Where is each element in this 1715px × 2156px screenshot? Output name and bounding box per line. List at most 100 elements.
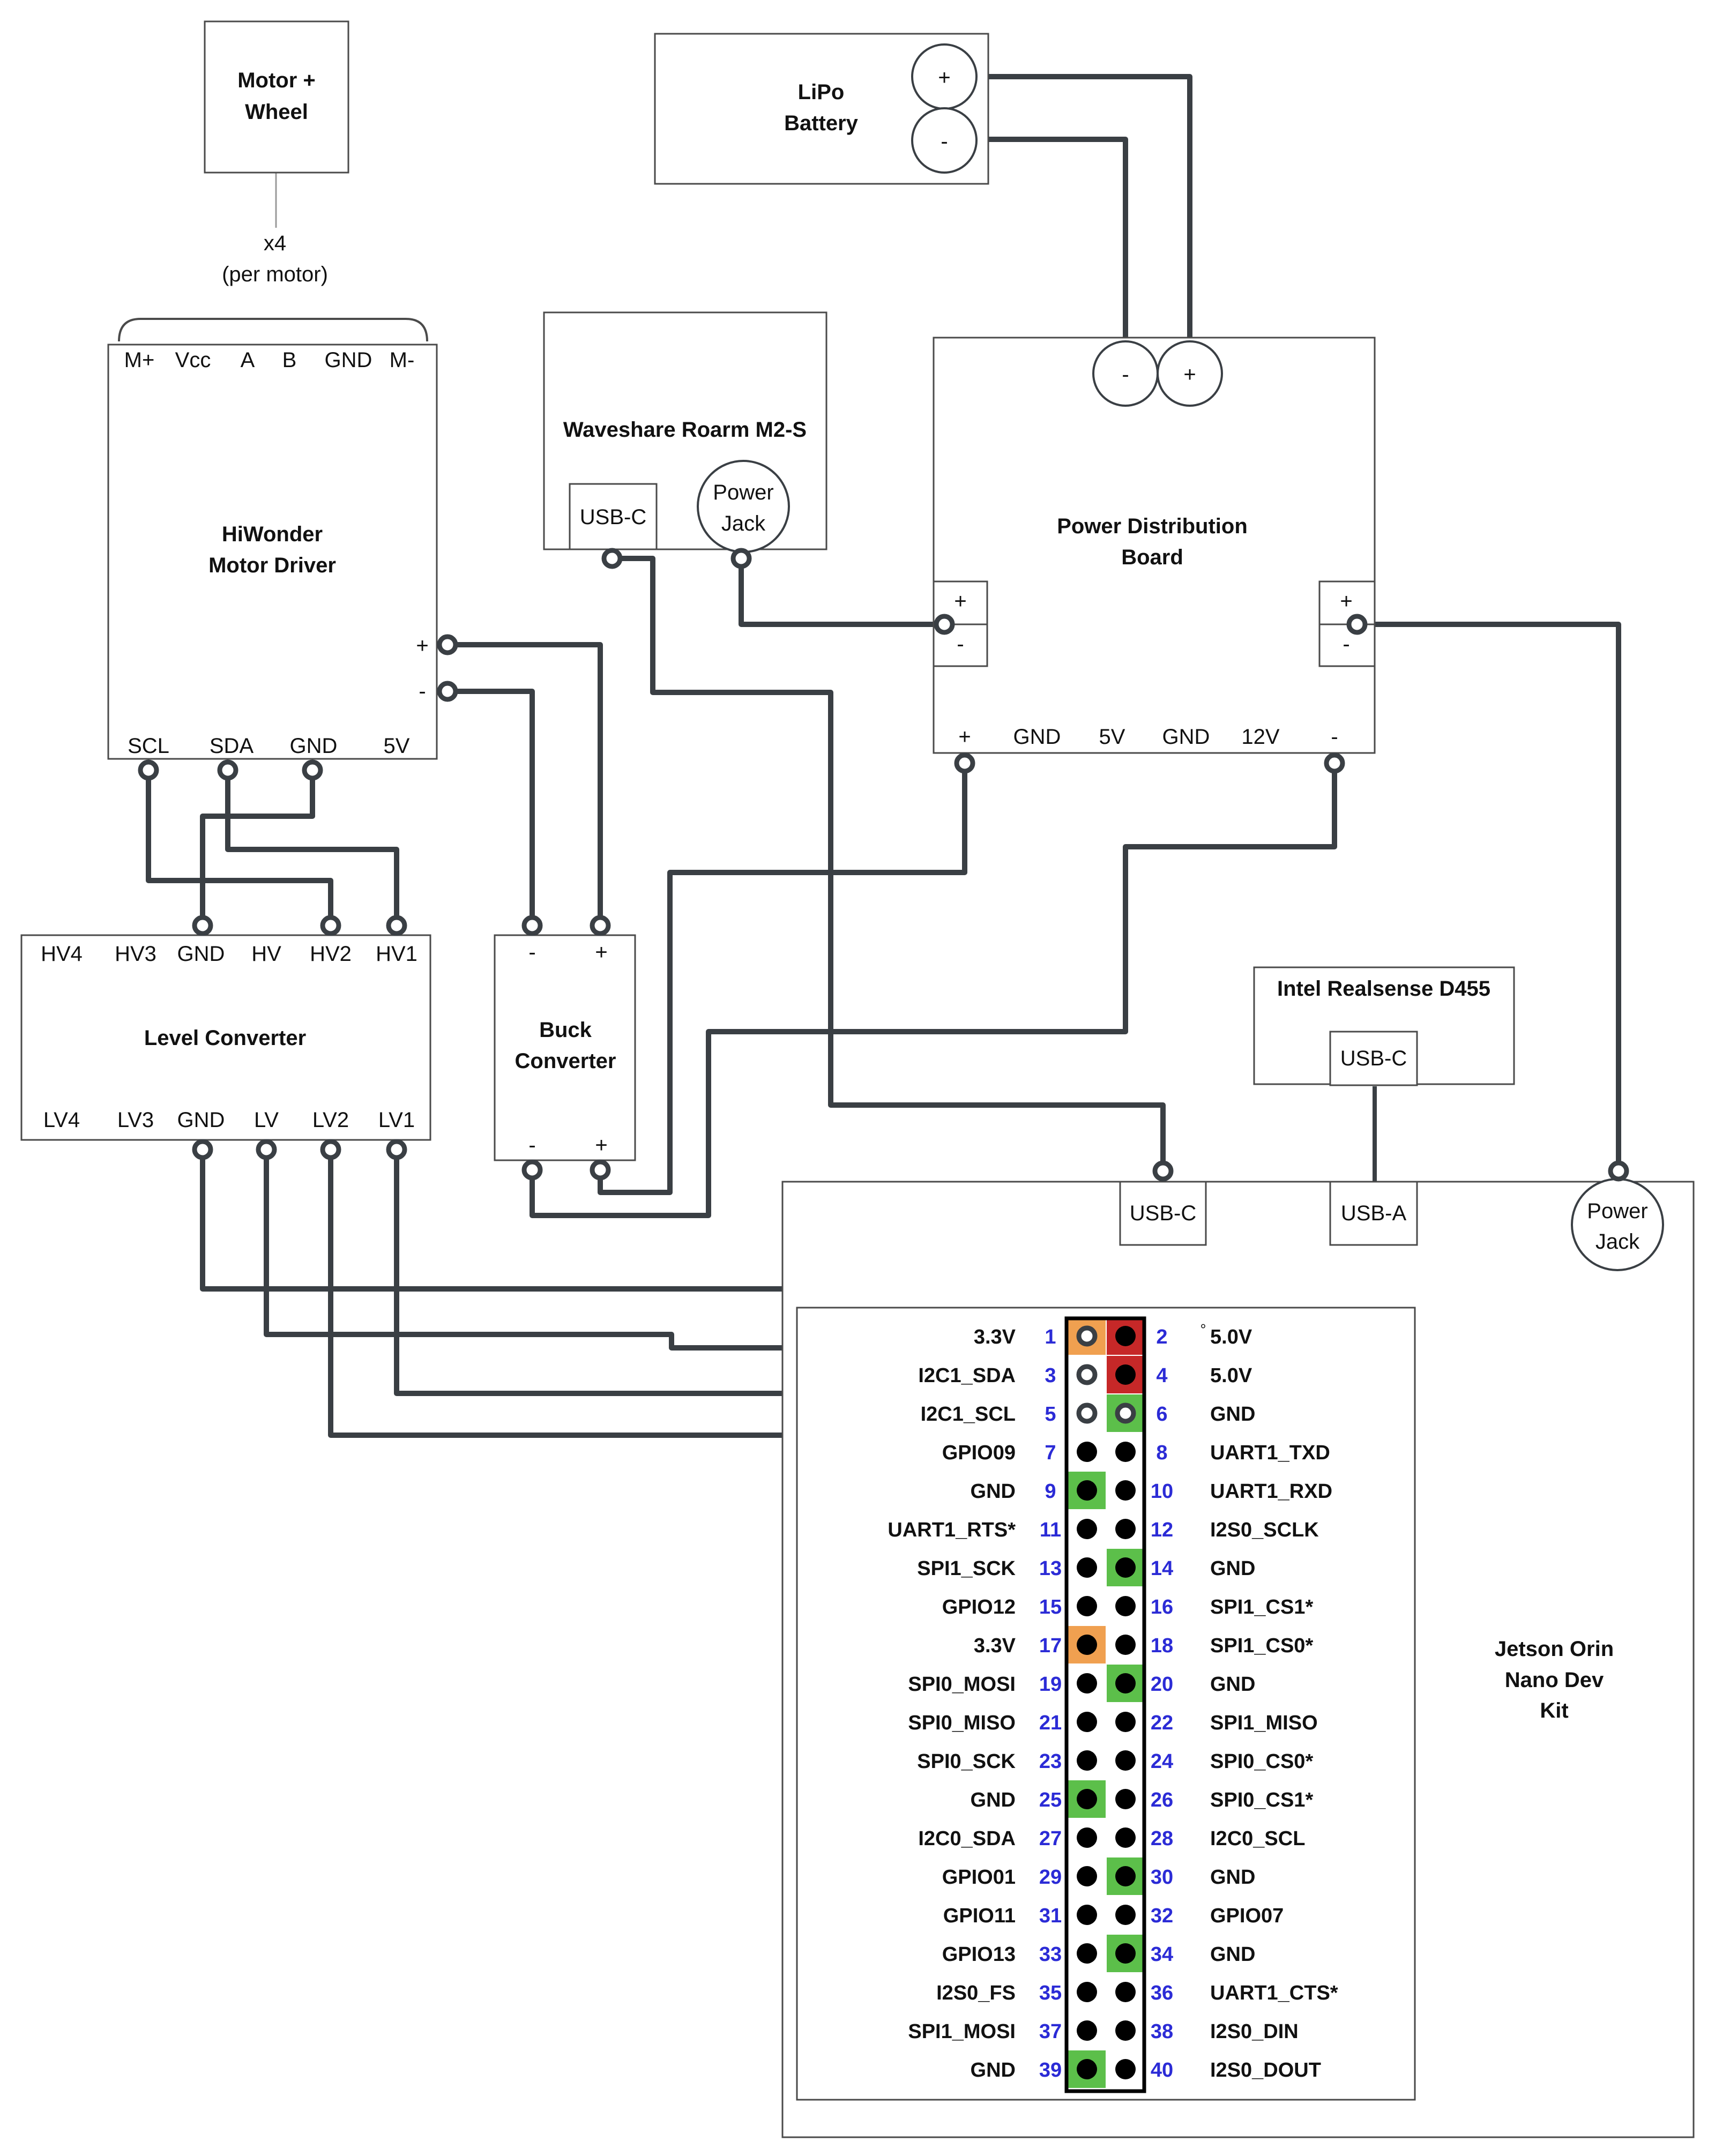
terminal-header-pin3[interactable]	[1076, 1364, 1098, 1385]
driver-pin-scl: SCL	[128, 734, 169, 758]
terminal-header-pin6[interactable]	[1115, 1402, 1136, 1424]
terminal-roarm-power[interactable]	[730, 548, 752, 569]
driver-pin-gnd-top: GND	[325, 348, 372, 372]
pin-22[interactable]	[1115, 1712, 1136, 1732]
pin-name-36: UART1_CTS*	[1210, 1982, 1338, 2004]
pin-7[interactable]	[1077, 1442, 1097, 1462]
pin-21[interactable]	[1077, 1712, 1097, 1732]
terminal-lc-hv1[interactable]	[386, 915, 407, 936]
terminal-driver-gnd[interactable]	[302, 759, 323, 781]
lc-pin-lv2: LV2	[312, 1108, 349, 1132]
pin-40[interactable]	[1115, 2059, 1136, 2079]
lc-pin-lv: LV	[254, 1108, 279, 1132]
pin-11[interactable]	[1077, 1519, 1097, 1539]
pin-29[interactable]	[1077, 1866, 1097, 1886]
pdb-input-minus-label: -	[1122, 363, 1129, 386]
jetson-power-jack[interactable]	[1571, 1178, 1664, 1271]
wire-pdb-right-to-jetson-power	[1354, 622, 1621, 1175]
pin-39[interactable]	[1077, 2059, 1097, 2079]
terminal-pdb-plus[interactable]	[954, 752, 975, 774]
pin-name-3: I2C1_SDA	[918, 1364, 1016, 1387]
pin-number-1: 1	[1045, 1326, 1056, 1348]
terminal-roarm-usbc[interactable]	[601, 548, 623, 569]
pin-26[interactable]	[1115, 1789, 1136, 1809]
pin-38[interactable]	[1115, 2020, 1136, 2041]
pin-25[interactable]	[1077, 1789, 1097, 1809]
terminal-pdb-left-output[interactable]	[934, 614, 955, 635]
pin-name-35: I2S0_FS	[936, 1982, 1016, 2004]
pin-36[interactable]	[1115, 1982, 1136, 2002]
pin-18[interactable]	[1115, 1635, 1136, 1655]
pin-27[interactable]	[1077, 1827, 1097, 1848]
pin-32[interactable]	[1115, 1905, 1136, 1925]
terminal-buck-bottom-plus[interactable]	[590, 1159, 611, 1181]
wire-pdb-minus-to-buck-minus	[530, 760, 1337, 1218]
terminal-jetson-usbc[interactable]	[1152, 1160, 1174, 1182]
pin-name-39: GND	[971, 2059, 1016, 2082]
terminal-lc-lv2[interactable]	[320, 1139, 341, 1160]
roarm-power-jack[interactable]	[697, 460, 790, 553]
buck-top-minus-label: -	[528, 941, 535, 964]
terminal-lc-gnd-top[interactable]	[192, 915, 213, 936]
terminal-lc-lv[interactable]	[256, 1139, 277, 1160]
terminal-driver-plus[interactable]	[437, 634, 458, 655]
pin-name-30: GND	[1210, 1866, 1255, 1889]
pin-number-22: 22	[1151, 1712, 1173, 1734]
pin-number-35: 35	[1039, 1982, 1062, 2004]
terminal-buck-top-minus[interactable]	[521, 915, 543, 936]
pin-31[interactable]	[1077, 1905, 1097, 1925]
pin-24[interactable]	[1115, 1750, 1136, 1771]
pin-number-20: 20	[1151, 1673, 1173, 1696]
pin-16[interactable]	[1115, 1596, 1136, 1616]
pin-10[interactable]	[1115, 1480, 1136, 1501]
pin-number-18: 18	[1151, 1635, 1173, 1657]
pin-4[interactable]	[1115, 1364, 1136, 1385]
buck-bottom-minus-label: -	[528, 1133, 535, 1157]
pin-33[interactable]	[1077, 1943, 1097, 1964]
terminal-lc-hv2[interactable]	[320, 915, 341, 936]
pin-number-28: 28	[1151, 1827, 1173, 1850]
terminal-pdb-minus[interactable]	[1324, 752, 1345, 774]
pin-35[interactable]	[1077, 1982, 1097, 2002]
pin-15[interactable]	[1077, 1596, 1097, 1616]
terminal-buck-bottom-minus[interactable]	[521, 1159, 543, 1181]
roarm-usbc-port[interactable]	[569, 483, 658, 550]
terminal-header-pin5[interactable]	[1076, 1402, 1098, 1424]
terminal-driver-sda[interactable]	[217, 759, 238, 781]
pin-number-12: 12	[1151, 1519, 1173, 1541]
pdb-pin-12v: 12V	[1241, 725, 1279, 749]
pin-20[interactable]	[1115, 1673, 1136, 1694]
terminal-lc-lv1[interactable]	[386, 1139, 407, 1160]
pin-8[interactable]	[1115, 1442, 1136, 1462]
terminal-lc-gnd-bottom[interactable]	[192, 1139, 213, 1160]
terminal-header-pin1[interactable]	[1076, 1325, 1098, 1347]
pdb-pin-plus: +	[958, 725, 971, 749]
pin-37[interactable]	[1077, 2020, 1097, 2041]
pin-9[interactable]	[1077, 1480, 1097, 1501]
pin-number-9: 9	[1045, 1480, 1056, 1503]
pin-19[interactable]	[1077, 1673, 1097, 1694]
pin-name-23: SPI0_SCK	[917, 1750, 1016, 1773]
terminal-driver-minus[interactable]	[437, 681, 458, 702]
pdb-input-plus[interactable]	[1157, 340, 1223, 407]
pin-12[interactable]	[1115, 1519, 1136, 1539]
jetson-usba-port[interactable]	[1329, 1181, 1418, 1246]
pin-2[interactable]	[1115, 1326, 1136, 1346]
pin-23[interactable]	[1077, 1750, 1097, 1771]
motor-wheel-box	[204, 20, 349, 174]
terminal-driver-scl[interactable]	[138, 759, 159, 781]
pin-17[interactable]	[1077, 1635, 1097, 1655]
pin-13[interactable]	[1077, 1557, 1097, 1578]
terminal-pdb-right-output[interactable]	[1346, 614, 1368, 635]
terminal-buck-top-plus[interactable]	[590, 915, 611, 936]
jetson-usba-label: USB-A	[1341, 1202, 1407, 1225]
pin-30[interactable]	[1115, 1866, 1136, 1886]
realsense-usbc-port[interactable]	[1329, 1031, 1418, 1086]
pin-34[interactable]	[1115, 1943, 1136, 1964]
pin-28[interactable]	[1115, 1827, 1136, 1848]
jetson-usbc-port[interactable]	[1119, 1181, 1207, 1246]
motor-driver-title-line2: Motor Driver	[208, 554, 336, 577]
terminal-jetson-power[interactable]	[1608, 1160, 1629, 1182]
pin-14[interactable]	[1115, 1557, 1136, 1578]
battery-minus-terminal[interactable]	[911, 107, 978, 174]
